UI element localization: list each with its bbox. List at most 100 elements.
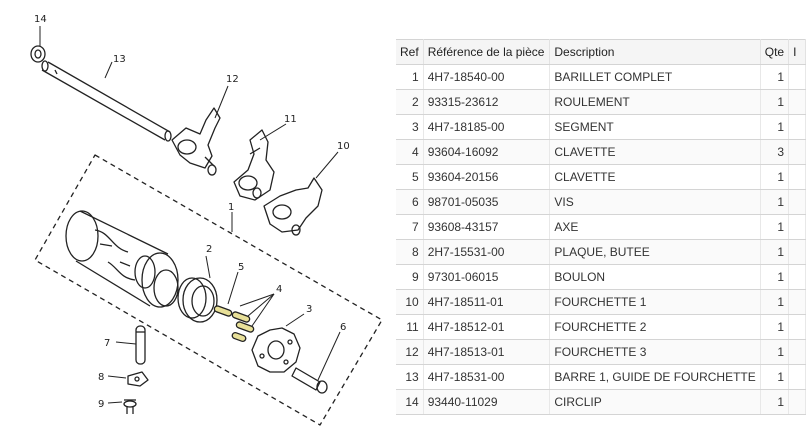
extra-cell — [788, 64, 806, 90]
extra-cell — [788, 164, 806, 190]
quantity-cell: 1 — [760, 214, 790, 240]
ref-cell: 10 — [396, 289, 424, 315]
callout-label: 9 — [98, 399, 104, 410]
callout-label: 2 — [206, 244, 212, 255]
shift-fork-2-part — [233, 129, 275, 201]
ref-cell: 6 — [396, 189, 424, 215]
description-cell: SEGMENT — [549, 114, 761, 140]
ref-cell: 13 — [396, 364, 424, 390]
bearing-part — [177, 277, 218, 323]
callout-label: 14 — [34, 14, 47, 25]
quantity-cell: 1 — [760, 389, 790, 415]
callout-label: 13 — [113, 54, 126, 65]
circlip-part — [30, 45, 46, 63]
column-header-ref[interactable]: Ref — [396, 39, 424, 65]
column-header-quantity[interactable]: Qte — [760, 39, 790, 65]
extra-cell — [788, 239, 806, 265]
ref-cell: 1 — [396, 64, 424, 90]
bolt-part — [123, 399, 137, 414]
callout-label: 4 — [276, 284, 282, 295]
extra-cell — [788, 139, 806, 165]
exploded-parts-diagram: 14 13 12 11 10 1 2 5 4 3 6 7 8 9 — [30, 14, 383, 426]
part-number-cell: 4H7-18512-01 — [423, 314, 551, 340]
quantity-cell: 1 — [760, 64, 790, 90]
extra-cell — [788, 89, 806, 115]
part-number-cell: 93604-20156 — [423, 164, 551, 190]
callout-label: 7 — [104, 338, 110, 349]
ref-cell: 8 — [396, 239, 424, 265]
shift-fork-guide-bar-part — [41, 60, 172, 142]
quantity-cell: 1 — [760, 339, 790, 365]
ref-cell: 4 — [396, 139, 424, 165]
shift-fork-1-part — [263, 177, 323, 236]
stopper-plate-part — [127, 371, 149, 387]
part-number-cell: 93604-16092 — [423, 139, 551, 165]
ref-cell: 5 — [396, 164, 424, 190]
column-header-extra[interactable]: I — [788, 39, 806, 65]
quantity-cell: 1 — [760, 314, 790, 340]
part-number-cell: 97301-06015 — [423, 264, 551, 290]
callout-label: 3 — [306, 304, 312, 315]
quantity-cell: 1 — [760, 239, 790, 265]
parts-table: Ref Référence de la pièce Description Qt… — [396, 39, 806, 415]
description-cell: CLAVETTE — [549, 164, 761, 190]
ref-cell: 3 — [396, 114, 424, 140]
quantity-cell: 3 — [760, 139, 790, 165]
part-number-cell: 2H7-15531-00 — [423, 239, 551, 265]
quantity-cell: 1 — [760, 364, 790, 390]
description-cell: CLAVETTE — [549, 139, 761, 165]
segment-part — [251, 327, 301, 373]
extra-cell — [788, 339, 806, 365]
quantity-cell: 1 — [760, 114, 790, 140]
callout-label: 6 — [340, 322, 346, 333]
description-cell: BARRE 1, GUIDE DE FOURCHETTE — [549, 364, 761, 390]
ref-cell: 14 — [396, 389, 424, 415]
part-number-cell: 4H7-18185-00 — [423, 114, 551, 140]
description-cell: FOURCHETTE 3 — [549, 339, 761, 365]
part-number-cell: 93440-11029 — [423, 389, 551, 415]
assembly-dashed-outline — [34, 154, 383, 426]
extra-cell — [788, 264, 806, 290]
ref-cell: 9 — [396, 264, 424, 290]
part-number-cell: 93608-43157 — [423, 214, 551, 240]
axle-pin-part — [135, 325, 146, 365]
extra-cell — [788, 289, 806, 315]
quantity-cell: 1 — [760, 164, 790, 190]
callout-label: 10 — [337, 141, 350, 152]
extra-cell — [788, 389, 806, 415]
column-header-description[interactable]: Description — [549, 39, 761, 65]
description-cell: CIRCLIP — [549, 389, 761, 415]
column-header-part-reference[interactable]: Référence de la pièce — [423, 39, 551, 65]
quantity-cell: 1 — [760, 289, 790, 315]
ref-cell: 2 — [396, 89, 424, 115]
part-number-cell: 4H7-18513-01 — [423, 339, 551, 365]
screw-part — [291, 367, 328, 394]
ref-cell: 12 — [396, 339, 424, 365]
callout-label: 11 — [284, 114, 297, 125]
description-cell: FOURCHETTE 1 — [549, 289, 761, 315]
extra-cell — [788, 364, 806, 390]
part-number-cell: 4H7-18511-01 — [423, 289, 551, 315]
quantity-cell: 1 — [760, 189, 790, 215]
dowel-pins-part — [213, 305, 255, 343]
description-cell: FOURCHETTE 2 — [549, 314, 761, 340]
part-number-cell: 4H7-18531-00 — [423, 364, 551, 390]
callout-label: 8 — [98, 372, 104, 383]
table-header-row: Ref Référence de la pièce Description Qt… — [396, 39, 806, 65]
description-cell: AXE — [549, 214, 761, 240]
description-cell: ROULEMENT — [549, 89, 761, 115]
